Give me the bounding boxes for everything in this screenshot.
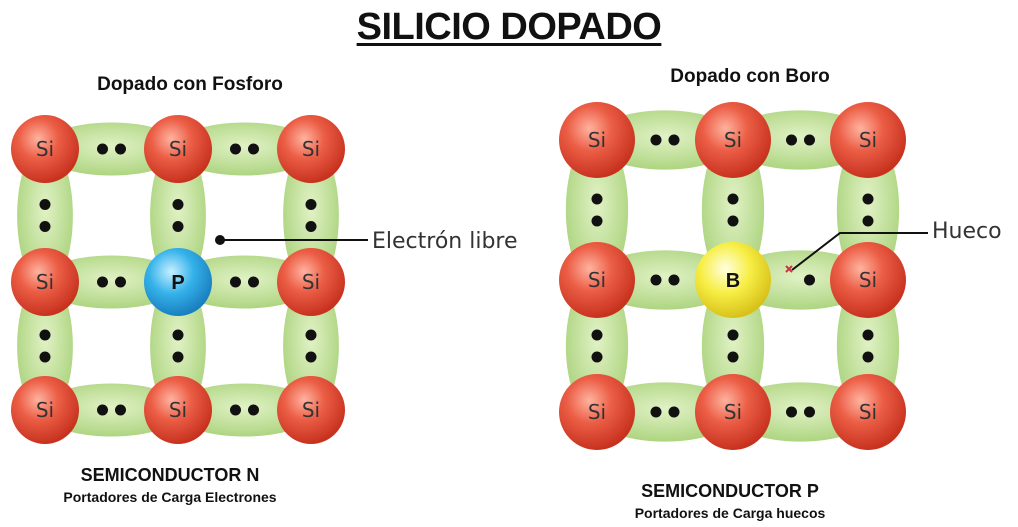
electron-dot [786, 134, 797, 146]
silicon-atom [830, 242, 906, 318]
silicon-atom [277, 248, 345, 316]
electron-dot [727, 215, 739, 227]
silicon-atom-label: Si [588, 268, 606, 292]
electron-dot [727, 193, 739, 205]
electron-dot [172, 329, 184, 341]
left-caption-subtitle: Portadores de Carga Electrones [63, 489, 277, 505]
silicon-atom-label: Si [302, 270, 320, 294]
hole-callout [785, 232, 928, 273]
electron-dot [862, 329, 874, 341]
dopant-atom [144, 248, 212, 316]
electron-dot [591, 329, 603, 341]
electron-dot [591, 193, 603, 205]
hole-leader-line [791, 232, 928, 271]
electron-dot [248, 404, 259, 416]
electron-dot [115, 404, 126, 416]
electron-dot [230, 404, 241, 416]
dopant-atom-label: B [726, 270, 740, 292]
silicon-atom [277, 376, 345, 444]
electron-dot [115, 276, 126, 288]
silicon-atom [277, 115, 345, 183]
electron-dot [230, 276, 241, 288]
electron-dot [172, 221, 184, 232]
silicon-atom-label: Si [302, 137, 320, 161]
electron-dot [786, 406, 797, 418]
right-caption-title: SEMICONDUCTOR P [641, 481, 819, 501]
silicon-atom-label: Si [859, 400, 877, 424]
left-caption-title: SEMICONDUCTOR N [80, 465, 260, 485]
electron-dot [727, 351, 739, 363]
silicon-atom-label: Si [859, 128, 877, 152]
electron-dot [39, 351, 51, 363]
electron-dot [115, 143, 126, 155]
left-panel-heading: Dopado con Fosforo [97, 74, 283, 95]
electron-dot [804, 274, 815, 286]
electron-dot [39, 329, 51, 341]
electron-dot [97, 404, 108, 416]
silicon-atom [559, 102, 635, 178]
electron-dot [804, 134, 815, 146]
electron-dot [650, 274, 662, 286]
silicon-atom [830, 102, 906, 178]
silicon-atom-label: Si [169, 137, 187, 161]
silicon-atom-label: Si [724, 400, 742, 424]
silicon-atom [559, 374, 635, 450]
electron-dot [668, 134, 680, 146]
electron-dot [39, 221, 51, 232]
electron-dot [248, 276, 259, 288]
electron-dot [862, 215, 874, 227]
silicon-atom-label: Si [588, 400, 606, 424]
silicon-atom [11, 115, 79, 183]
electron-dot [305, 329, 317, 341]
electron-dot [862, 193, 874, 205]
electron-dot [172, 351, 184, 363]
silicon-atom [11, 376, 79, 444]
electron-dot [39, 199, 51, 210]
electron-dot [305, 221, 317, 232]
silicon-atom [695, 102, 771, 178]
electron-dot [727, 329, 739, 341]
silicon-atom-label: Si [36, 270, 54, 294]
silicon-atom [695, 374, 771, 450]
silicon-atom-label: Si [859, 268, 877, 292]
silicon-atom-label: Si [36, 398, 54, 422]
electron-dot [650, 134, 662, 146]
silicon-atom-label: Si [36, 137, 54, 161]
electron-dot [668, 274, 680, 286]
electron-dot [230, 143, 241, 155]
free-electron-callout [215, 235, 368, 245]
electron-dot [650, 406, 662, 418]
right-caption-subtitle: Portadores de Carga huecos [634, 505, 826, 521]
page-title: SILICIO DOPADO [356, 6, 662, 48]
electron-dot [591, 351, 603, 363]
silicon-atom [11, 248, 79, 316]
silicon-atom-label: Si [302, 398, 320, 422]
dopant-atom-label: P [171, 272, 184, 294]
electron-dot [862, 351, 874, 363]
free-electron-label: Electrón libre [372, 229, 518, 254]
silicon-atom-label: Si [169, 398, 187, 422]
silicon-atom-label: Si [588, 128, 606, 152]
silicon-atom [144, 115, 212, 183]
hole-label: Hueco [932, 219, 1002, 244]
electron-dot [668, 406, 680, 418]
electron-dot [172, 199, 184, 210]
silicon-atom [830, 374, 906, 450]
hole-marker [785, 265, 793, 273]
silicon-atom-label: Si [724, 128, 742, 152]
electron-dot [591, 215, 603, 227]
electron-dot [305, 199, 317, 210]
electron-dot [97, 143, 108, 155]
dopant-atom [695, 242, 771, 318]
electron-dot [97, 276, 108, 288]
electron-dot [804, 406, 815, 418]
electron-dot [305, 351, 317, 363]
silicon-atom [559, 242, 635, 318]
right-panel-heading: Dopado con Boro [670, 66, 830, 87]
silicon-atom [144, 376, 212, 444]
electron-dot [248, 143, 259, 155]
